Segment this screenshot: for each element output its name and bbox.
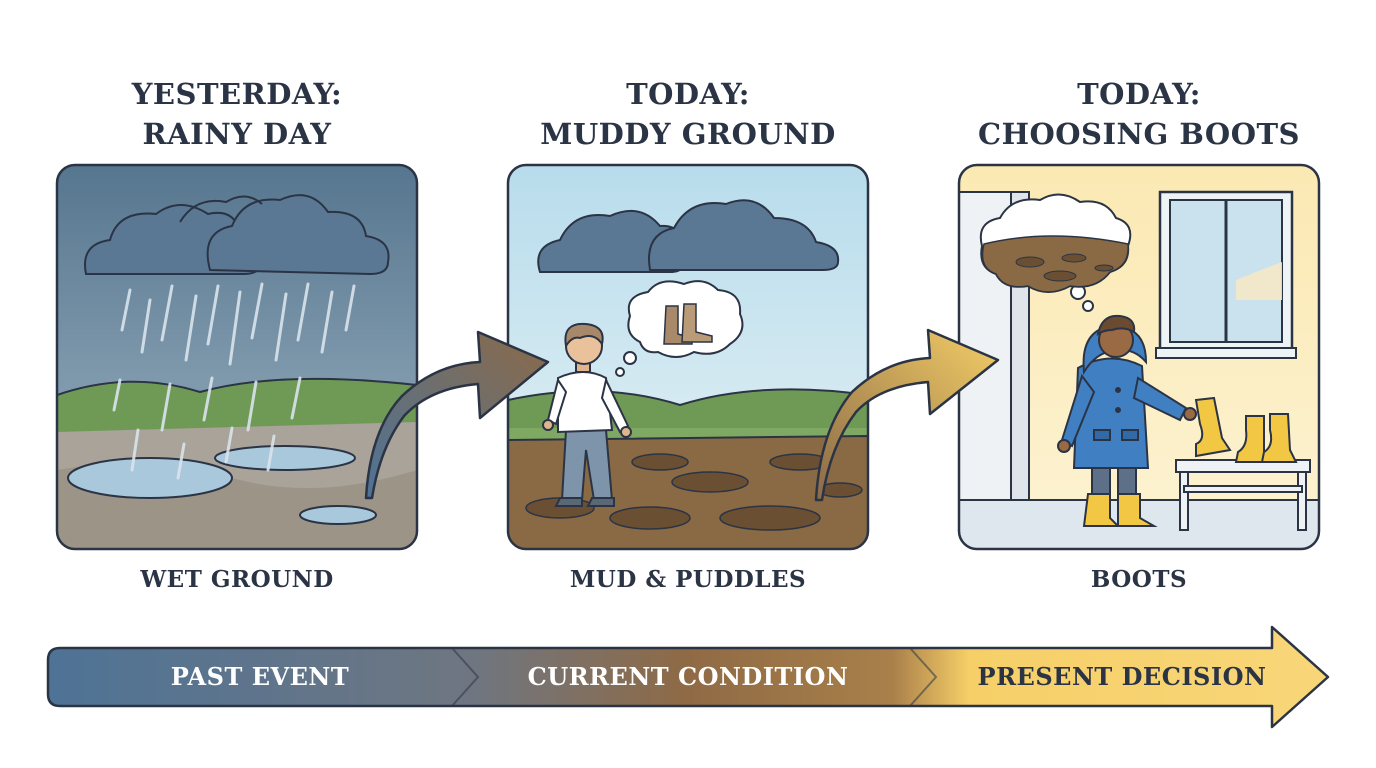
stage-title-line1: TODAY: [626, 77, 750, 111]
stage-caption-mud-puddles: MUD & PUDDLES [569, 566, 807, 593]
boots-thought-icon [615, 280, 744, 377]
stage-title-line2: RAINY DAY [142, 117, 332, 151]
stage-title-today-mud: TODAY: MUDDY GROUND [478, 74, 898, 154]
stage-title-line2: CHOOSING BOOTS [978, 117, 1300, 151]
stage-title-line1: YESTERDAY: [131, 77, 343, 111]
stage-title-today-boots: TODAY: CHOOSING BOOTS [929, 74, 1349, 154]
timeline-label-present-decision: PRESENT DECISION [977, 662, 1267, 691]
stage-title-yesterday: YESTERDAY: RAINY DAY [27, 74, 447, 154]
boots-icon [1234, 413, 1298, 463]
mud-thought-icon [979, 193, 1132, 312]
panel-frame [55, 163, 419, 551]
panel-rainy-day [57, 165, 417, 549]
transition-arrow-2 [814, 328, 1000, 502]
child-raincoat-figure [1057, 314, 1188, 527]
timeline-label-past-event: PAST EVENT [170, 662, 350, 691]
stage-title-line2: MUDDY GROUND [540, 117, 836, 151]
transition-arrow-1 [364, 330, 550, 500]
timeline-arrow [46, 625, 1330, 729]
timeline-label-current-condition: CURRENT CONDITION [527, 662, 849, 691]
stage-caption-wet-ground: WET GROUND [140, 566, 334, 593]
child-figure [542, 322, 632, 507]
held-boot-icon [1183, 396, 1232, 458]
puddle [299, 505, 377, 525]
rain-cloud-icon [84, 194, 390, 276]
puddle [214, 445, 356, 471]
window-icon [1155, 190, 1297, 359]
stage-caption-boots: BOOTS [1090, 566, 1188, 593]
panel-muddy-ground [508, 165, 868, 549]
cloud-icon [537, 199, 840, 273]
puddle [67, 457, 233, 499]
panel-choosing-boots [959, 165, 1319, 549]
rain-streaks [112, 282, 356, 480]
stage-title-line1: TODAY: [1077, 77, 1201, 111]
